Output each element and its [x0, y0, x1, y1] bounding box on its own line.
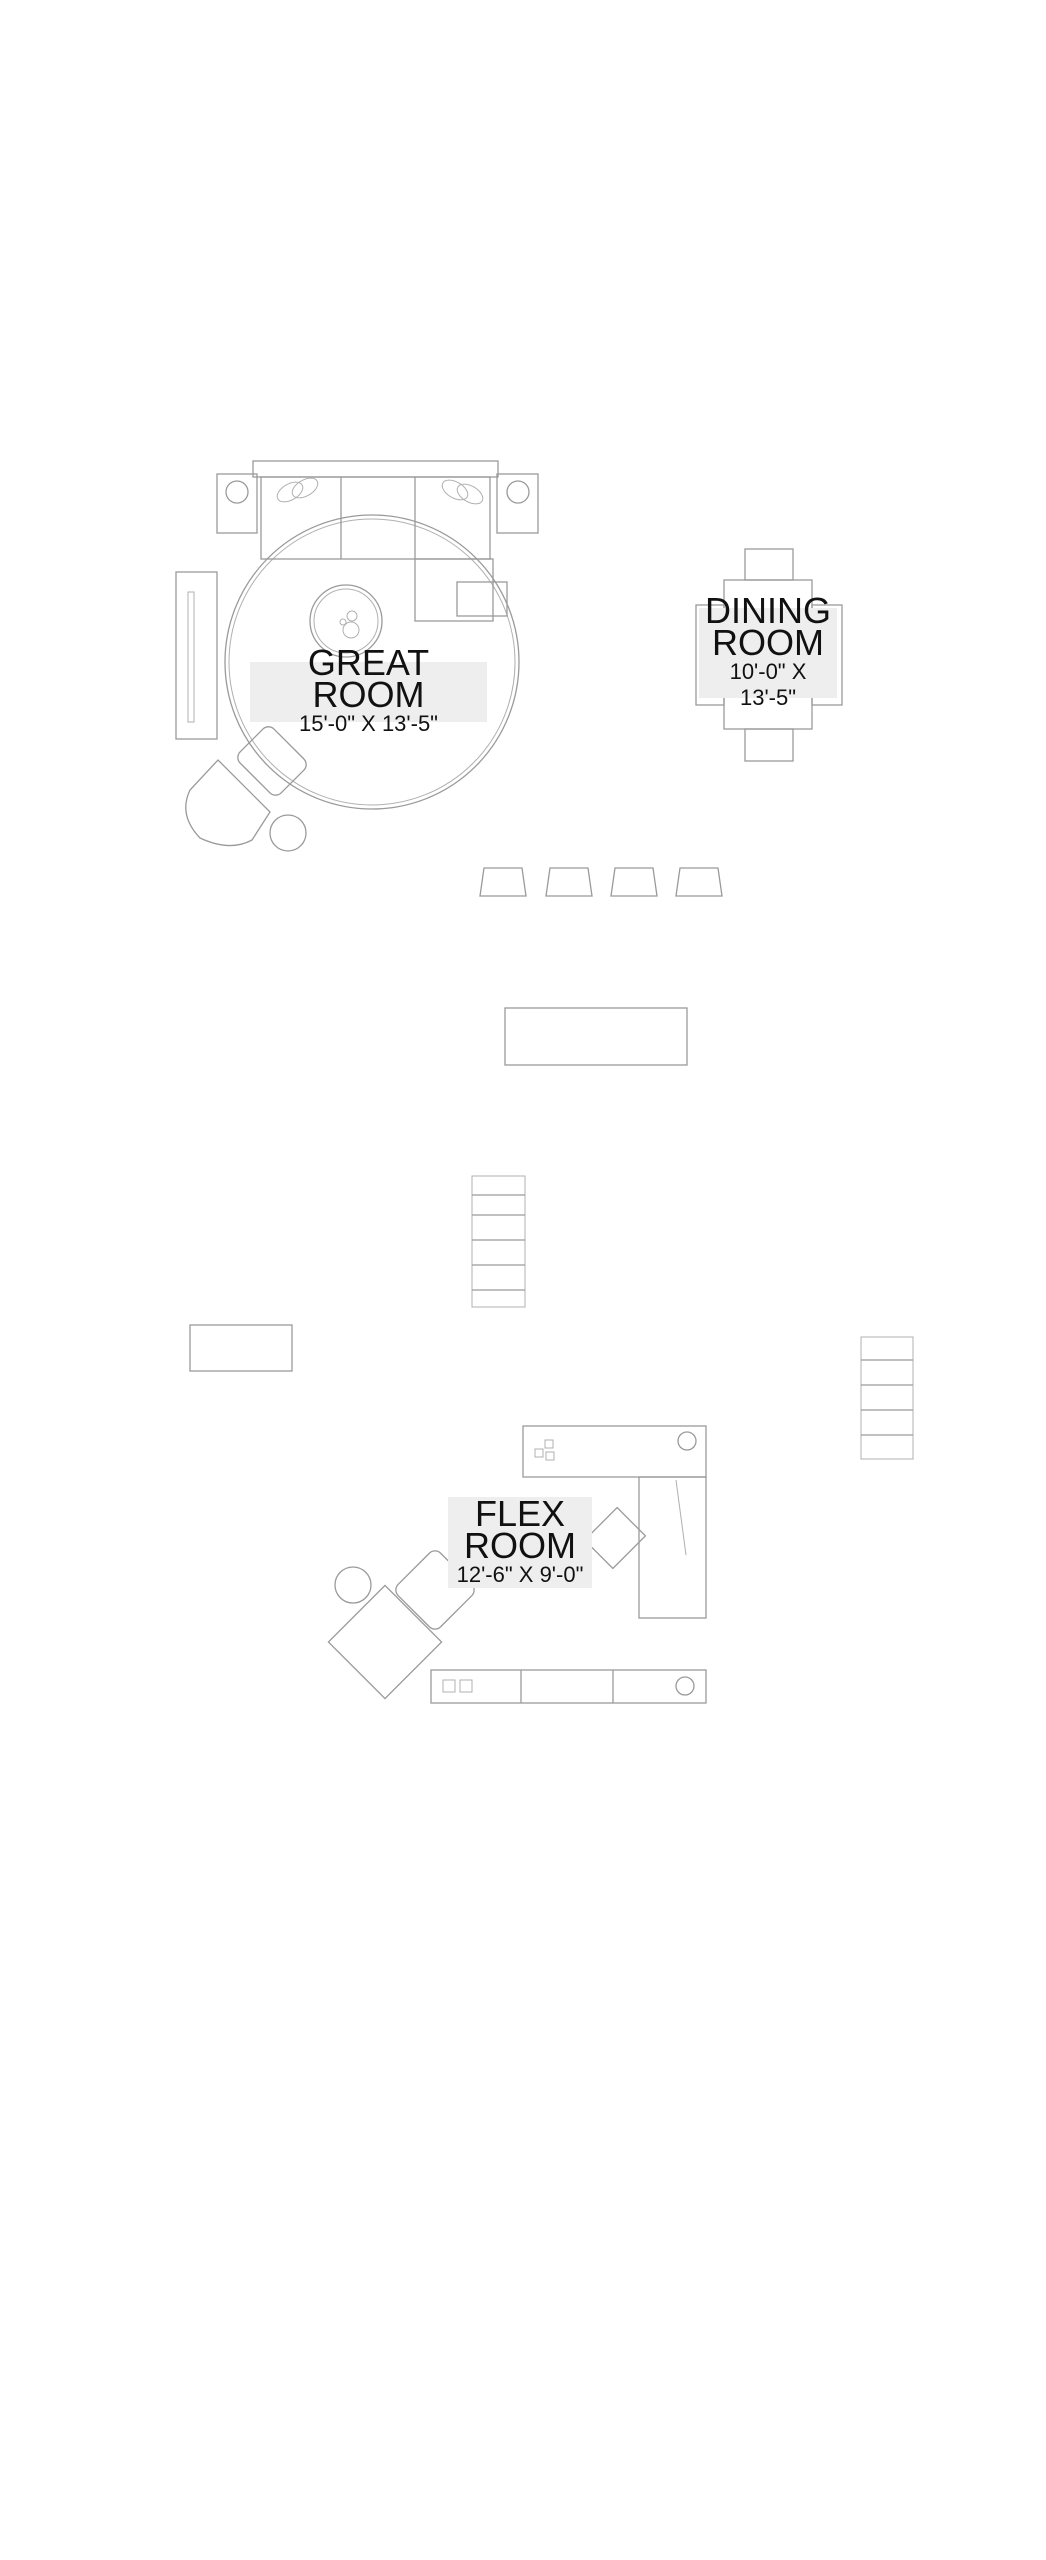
- flex-armchair: [327, 1584, 443, 1700]
- bar-stools: [479, 867, 723, 897]
- room-name-line1: DINING: [705, 590, 831, 631]
- credenza: [430, 1669, 707, 1704]
- room-dimensions: 10'-0" X 13'-5": [729, 659, 807, 710]
- l-desk: [522, 1425, 707, 1619]
- room-name-line1: FLEX: [474, 1492, 566, 1534]
- room-dimensions: 15'-0" X 13'-5": [299, 711, 438, 736]
- great-room-label: GREAT ROOM 15'-0" X 13'-5": [250, 645, 487, 736]
- room-dimensions: 12'-6" X 9'-0": [456, 1561, 584, 1587]
- bench: [504, 1007, 688, 1066]
- end-table-right: [496, 473, 539, 534]
- sectional-sofa: [252, 460, 499, 622]
- end-table-left: [216, 473, 258, 534]
- tv-console: [175, 571, 218, 740]
- small-desk: [189, 1324, 293, 1372]
- side-table: [269, 814, 307, 852]
- flex-side-table: [334, 1566, 372, 1604]
- room-name-line2: ROOM: [712, 622, 824, 663]
- flex-room-label: FLEX ROOM 12'-6" X 9'-0": [448, 1492, 592, 1588]
- coffee-table: [309, 584, 383, 658]
- rug: [224, 514, 520, 810]
- shelving: [471, 1175, 526, 1308]
- shelving-right: [860, 1336, 914, 1460]
- armchair: [185, 726, 307, 847]
- room-name-line2: ROOM: [464, 1524, 576, 1566]
- ottoman: [456, 581, 508, 617]
- office-chair: [583, 1506, 647, 1570]
- room-name: GREAT ROOM: [307, 642, 430, 715]
- dining-room-label: DINING ROOM 10'-0" X 13'-5": [699, 593, 837, 710]
